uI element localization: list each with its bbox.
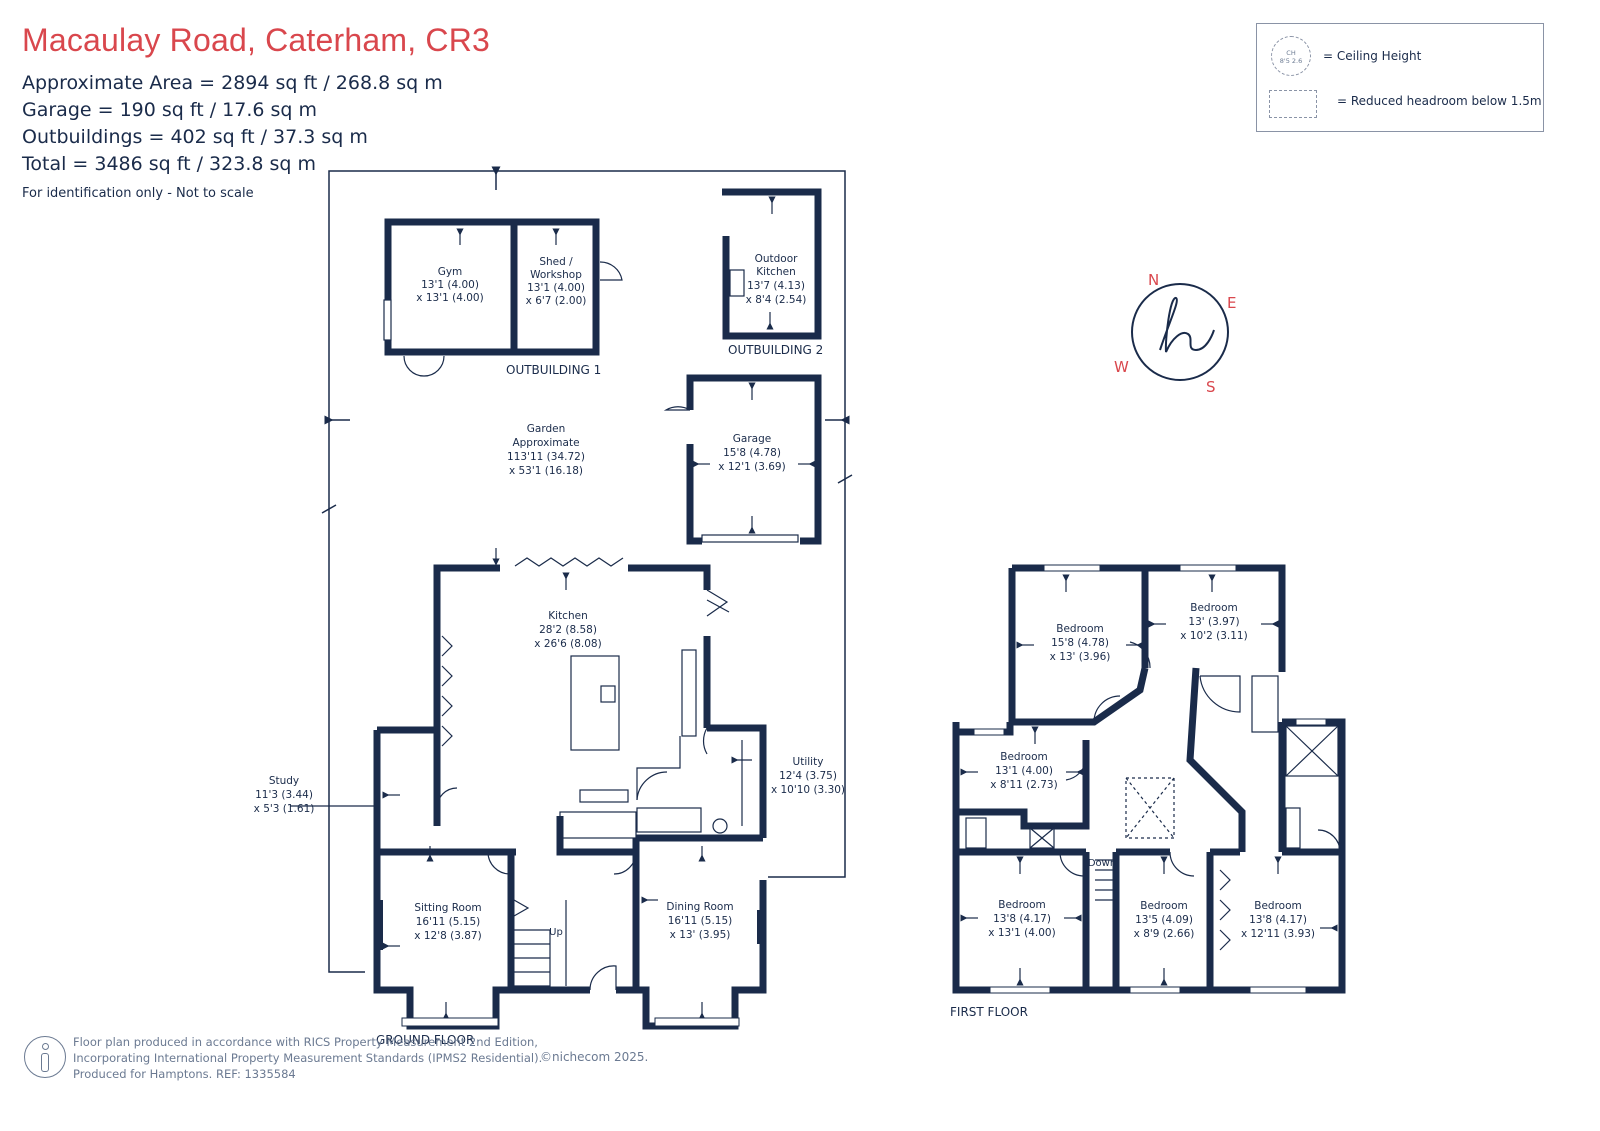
footer-text: Floor plan produced in accordance with R… <box>73 1034 542 1082</box>
garage-area: Garage = 190 sq ft / 17.6 sq m <box>22 99 318 121</box>
outbuilding-2-label: OUTBUILDING 2 <box>728 343 823 357</box>
outbuilding-2 <box>722 188 822 340</box>
compass-w: W <box>1114 358 1129 376</box>
legend: CH 8'5 2.6 = Ceiling Height = Reduced he… <box>1256 23 1544 132</box>
garden-boundary <box>321 166 853 973</box>
outbuildings-area: Outbuildings = 402 sq ft / 37.3 sq m <box>22 126 368 148</box>
first-floor-label: FIRST FLOOR <box>950 1005 1028 1019</box>
stairs-up-label: Up <box>549 927 563 938</box>
floor-labels: OUTBUILDING 1 OUTBUILDING 2 GROUND FLOOR… <box>376 343 1028 1047</box>
reduced-headroom-icon <box>1269 90 1317 118</box>
footer-line-3: Produced for Hamptons. REF: 1335584 <box>73 1067 296 1081</box>
compass-e: E <box>1227 294 1236 312</box>
scale-note: For identification only - Not to scale <box>22 186 254 201</box>
compass-icon: N E S W <box>1114 271 1236 396</box>
outbuilding-1 <box>384 218 600 356</box>
reduced-headroom-label: = Reduced headroom below 1.5m <box>1337 94 1542 108</box>
stairs-down-label: Down <box>1088 858 1116 869</box>
info-person-icon <box>24 1036 66 1078</box>
footer-brand: ©nichecom 2025. <box>540 1050 649 1064</box>
ground-floor-walls <box>373 564 767 1030</box>
total-area: Total = 3486 sq ft / 323.8 sq m <box>22 153 316 175</box>
compass-n: N <box>1148 271 1159 289</box>
ceiling-symbol-bottom: 8'5 2.6 <box>1279 57 1303 65</box>
footer-line-2: Incorporating International Property Mea… <box>73 1051 543 1065</box>
compass-s: S <box>1206 378 1216 396</box>
footer-line-1: Floor plan produced in accordance with R… <box>73 1035 538 1049</box>
ceiling-height-label: = Ceiling Height <box>1323 49 1422 63</box>
outbuilding-1-label: OUTBUILDING 1 <box>506 363 601 377</box>
ceiling-height-icon: CH 8'5 2.6 <box>1271 36 1311 76</box>
approximate-area: Approximate Area = 2894 sq ft / 268.8 sq… <box>22 72 443 94</box>
ground-floor-label: GROUND FLOOR <box>376 1033 474 1047</box>
garage <box>686 374 822 545</box>
page-title: Macaulay Road, Caterham, CR3 <box>22 22 491 58</box>
ceiling-symbol-top: CH <box>1286 49 1296 57</box>
